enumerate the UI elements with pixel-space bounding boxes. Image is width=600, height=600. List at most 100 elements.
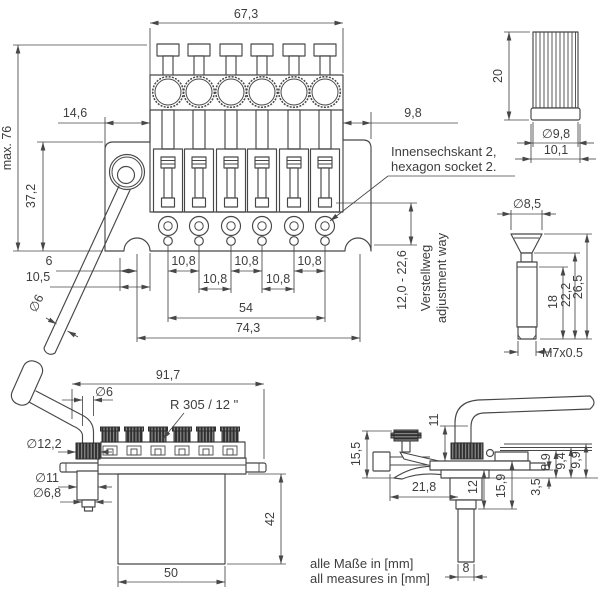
dim-knob-width: 10,1 — [544, 143, 568, 157]
knob-stem — [401, 440, 411, 453]
dim-width: 91,7 — [156, 368, 180, 382]
side-view-dimensions: 91,7 ∅6 R 305 / 12 " ∅12,2 ∅11 ∅6,8 42 5… — [26, 368, 286, 587]
fine-tuner-caps — [156, 43, 337, 77]
base-plate — [97, 457, 247, 475]
dim-arm-dia: ∅6 — [26, 292, 46, 314]
saddle — [215, 148, 247, 213]
saddle — [183, 148, 215, 213]
string-posts — [161, 109, 332, 150]
side-view: 91,7 ∅6 R 305 / 12 " ∅12,2 ∅11 ∅6,8 42 5… — [10, 360, 286, 587]
label-radius: R 305 / 12 " — [170, 397, 239, 412]
arm-collar — [75, 442, 101, 460]
dim-adjust-range: 12,0 - 22,6 — [395, 250, 409, 310]
dim-string-spacing: 10,8 — [234, 254, 258, 268]
dim-width-top: 67,3 — [234, 7, 258, 21]
saddle — [152, 148, 184, 213]
dim-offset-right: 9,8 — [404, 106, 421, 120]
dim-block-width: 50 — [164, 566, 178, 580]
stud-shaft — [457, 508, 475, 563]
arm-shaft — [28, 390, 95, 444]
side-view-2: 11 15,5 21,8 12 15,9 3,5 8,9 9,4 9,9 — [349, 395, 598, 581]
dim-12: 12 — [466, 480, 480, 494]
stud-body — [516, 261, 538, 328]
fine-tuner-knob-side — [393, 429, 419, 442]
saddles — [152, 148, 341, 246]
fine-tuner-knobs-side — [100, 426, 240, 443]
dim-8: 8 — [463, 561, 470, 575]
dim-string-spacing: 10,8 — [171, 254, 195, 268]
base-plate-side — [429, 460, 531, 471]
dim-thread: M7x0.5 — [542, 346, 583, 360]
string-lines — [500, 443, 592, 451]
saddle — [278, 148, 310, 213]
saddle-step — [494, 451, 529, 462]
dim-21-8: 21,8 — [412, 480, 436, 494]
dim-8-9: 8,9 — [539, 453, 553, 470]
dim-string-spacing: 10,8 — [266, 272, 290, 286]
pivot-tip — [81, 499, 96, 508]
knurl-lines — [535, 32, 576, 108]
fine-tuner-wheels — [151, 75, 342, 109]
tremolo-arm-socket — [108, 153, 146, 191]
dim-knob-dia: ∅9,8 — [542, 127, 570, 141]
dim-collar-dia: ∅12,2 — [26, 437, 61, 451]
stud-step — [455, 499, 477, 510]
pivot-tip-end — [83, 506, 94, 512]
knurled-knob — [532, 31, 579, 109]
arm-collar-side — [450, 442, 484, 460]
dim-string-span: 54 — [239, 301, 253, 315]
dim-22-2: 22,2 — [559, 283, 573, 307]
string-block — [372, 451, 391, 472]
stud-head — [510, 233, 543, 254]
saddle — [309, 148, 341, 213]
dim-9-4: 9,4 — [554, 452, 568, 469]
sustain-block — [117, 473, 226, 565]
label-adjust-en: adjustment way — [434, 232, 449, 323]
dim-10-5: 10,5 — [26, 270, 50, 284]
dim-string-spacing: 10,8 — [203, 272, 227, 286]
dim-head-dia: ∅8,5 — [513, 197, 541, 211]
label-adjust-de: Verstellweg — [418, 245, 433, 311]
stud-thread — [517, 326, 537, 340]
dim-11: 11 — [427, 413, 441, 426]
dim-string-spacing: 10,8 — [297, 254, 321, 268]
dim-body-offset-left: 14,6 — [63, 106, 87, 120]
dim-max-height: max. 76 — [0, 126, 14, 171]
dim-stud-span: 74,3 — [236, 321, 260, 335]
dim-15-9: 15,9 — [494, 474, 508, 498]
dim-15-5: 15,5 — [349, 442, 363, 466]
tuner-knob-detail: 20 ∅9,8 10,1 — [491, 31, 596, 163]
note-de: alle Maße in [mm] — [310, 556, 413, 571]
knob-flange — [530, 107, 581, 121]
stud-flange — [440, 469, 490, 479]
dim-3-5: 3,5 — [529, 478, 543, 495]
tremolo-arm-side — [454, 395, 595, 444]
stud-detail: ∅8,5 18 22,2 26,5 M7x0.5 — [497, 197, 592, 360]
dim-body-height: 37,2 — [24, 184, 38, 208]
footer-note: alle Maße in [mm] all measures in [mm] — [310, 556, 430, 586]
dim-block-height: 42 — [263, 512, 277, 526]
front-view-dimensions: 67,3 max. 76 37,2 14,6 9,8 Innensechskan… — [0, 7, 515, 342]
dim-arm-dia: ∅6 — [95, 385, 113, 399]
tuner-detail-dimensions: 20 ∅9,8 10,1 — [491, 31, 596, 163]
dim-18: 18 — [546, 295, 560, 309]
stud-neck — [520, 252, 533, 263]
saddle-details — [102, 445, 238, 456]
dim-26-5: 26,5 — [571, 275, 585, 299]
note-en: all measures in [mm] — [310, 571, 430, 586]
label-hex-socket-en: hexagon socket 2. — [391, 159, 497, 174]
saddle — [246, 148, 278, 213]
front-view: 67,3 max. 76 37,2 14,6 9,8 Innensechskan… — [0, 7, 515, 355]
dim-6: 6 — [46, 254, 53, 268]
dim-bush-dia: ∅11 — [35, 471, 59, 485]
clamp-screw-end — [485, 448, 495, 458]
tremolo-arm — [43, 185, 131, 355]
stud-detail-dimensions: ∅8,5 18 22,2 26,5 M7x0.5 — [497, 197, 592, 360]
arm-tip — [10, 360, 44, 406]
side-view-2-dimensions: 11 15,5 21,8 12 15,9 3,5 8,9 9,4 9,9 — [349, 413, 598, 581]
label-hex-socket-de: Innensechskant 2, — [391, 144, 497, 159]
pivot-bushing — [76, 470, 99, 501]
dim-knob-height: 20 — [491, 69, 505, 83]
string-lock-rings — [157, 215, 336, 246]
